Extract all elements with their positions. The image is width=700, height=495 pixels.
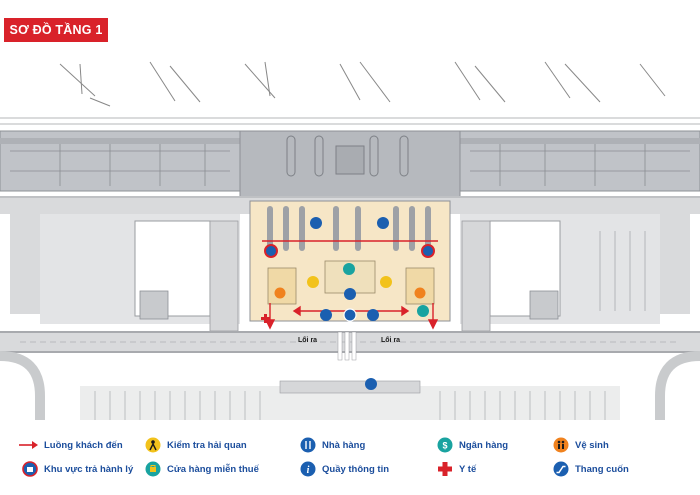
duty-free-icon bbox=[145, 461, 161, 477]
escalator-markers bbox=[310, 217, 389, 390]
legend-label: Vệ sinh bbox=[575, 439, 609, 451]
page-title: SƠ ĐỒ TẦNG 1 bbox=[4, 18, 108, 42]
aircraft-stands bbox=[59, 61, 666, 107]
legend-item-restroom: Vệ sinh bbox=[553, 437, 609, 453]
svg-text:i: i bbox=[307, 465, 310, 476]
info-marker bbox=[343, 308, 357, 322]
legend-label: Luồng khách đến bbox=[44, 439, 123, 451]
apron-lines bbox=[0, 117, 700, 125]
baggage-belts bbox=[267, 206, 431, 251]
medical-marker bbox=[261, 314, 270, 323]
floor-plan-map: Lối ra Lối ra bbox=[0, 56, 700, 420]
legend-item-restaurant: Nhà hàng bbox=[300, 437, 365, 453]
bank-marker bbox=[417, 305, 429, 317]
legend-item-escalator: Thang cuốn bbox=[553, 461, 629, 477]
legend-item-customs: Kiểm tra hải quan bbox=[145, 437, 247, 453]
svg-text:$: $ bbox=[442, 441, 447, 451]
medical-cross-icon bbox=[437, 461, 453, 477]
legend-label: Cửa hàng miễn thuế bbox=[167, 463, 259, 475]
legend-label: Kiểm tra hải quan bbox=[167, 439, 247, 451]
restroom-markers bbox=[274, 287, 426, 299]
customs-markers bbox=[307, 276, 392, 288]
restaurant-icon bbox=[300, 437, 316, 453]
legend-label: Y tế bbox=[459, 463, 477, 475]
legend-label: Quầy thông tin bbox=[322, 463, 390, 475]
red-arrow-icon bbox=[18, 437, 38, 453]
exit-label-right: Lối ra bbox=[381, 336, 400, 344]
restroom-icon bbox=[553, 437, 569, 453]
legend-item-baggage-claim: Khu vực trả hành lý bbox=[22, 461, 133, 477]
legend-item-duty-free: Cửa hàng miễn thuế bbox=[145, 461, 259, 477]
legend: Luồng khách đến Kiểm tra hải quan Nhà hà… bbox=[0, 425, 700, 495]
legend-item-info: i Quầy thông tin bbox=[300, 461, 389, 477]
legend-label: Ngân hàng bbox=[459, 439, 509, 451]
exit-label-left: Lối ra bbox=[298, 336, 317, 344]
baggage-claim-icon bbox=[22, 461, 38, 477]
legend-label: Nhà hàng bbox=[322, 439, 366, 451]
restaurant-marker bbox=[344, 288, 356, 300]
baggage-claim-markers bbox=[264, 244, 435, 258]
customs-icon bbox=[145, 437, 161, 453]
legend-label: Thang cuốn bbox=[575, 463, 629, 475]
duty-free-marker bbox=[343, 263, 355, 275]
legend-label: Khu vực trả hành lý bbox=[44, 463, 134, 475]
bank-icon: $ bbox=[437, 437, 453, 453]
legend-item-medical: Y tế bbox=[437, 461, 476, 477]
escalator-icon bbox=[553, 461, 569, 477]
legend-item-bank: $ Ngân hàng bbox=[437, 437, 508, 453]
legend-item-arrival-flow: Luồng khách đến bbox=[18, 437, 123, 453]
info-icon: i bbox=[300, 461, 316, 477]
